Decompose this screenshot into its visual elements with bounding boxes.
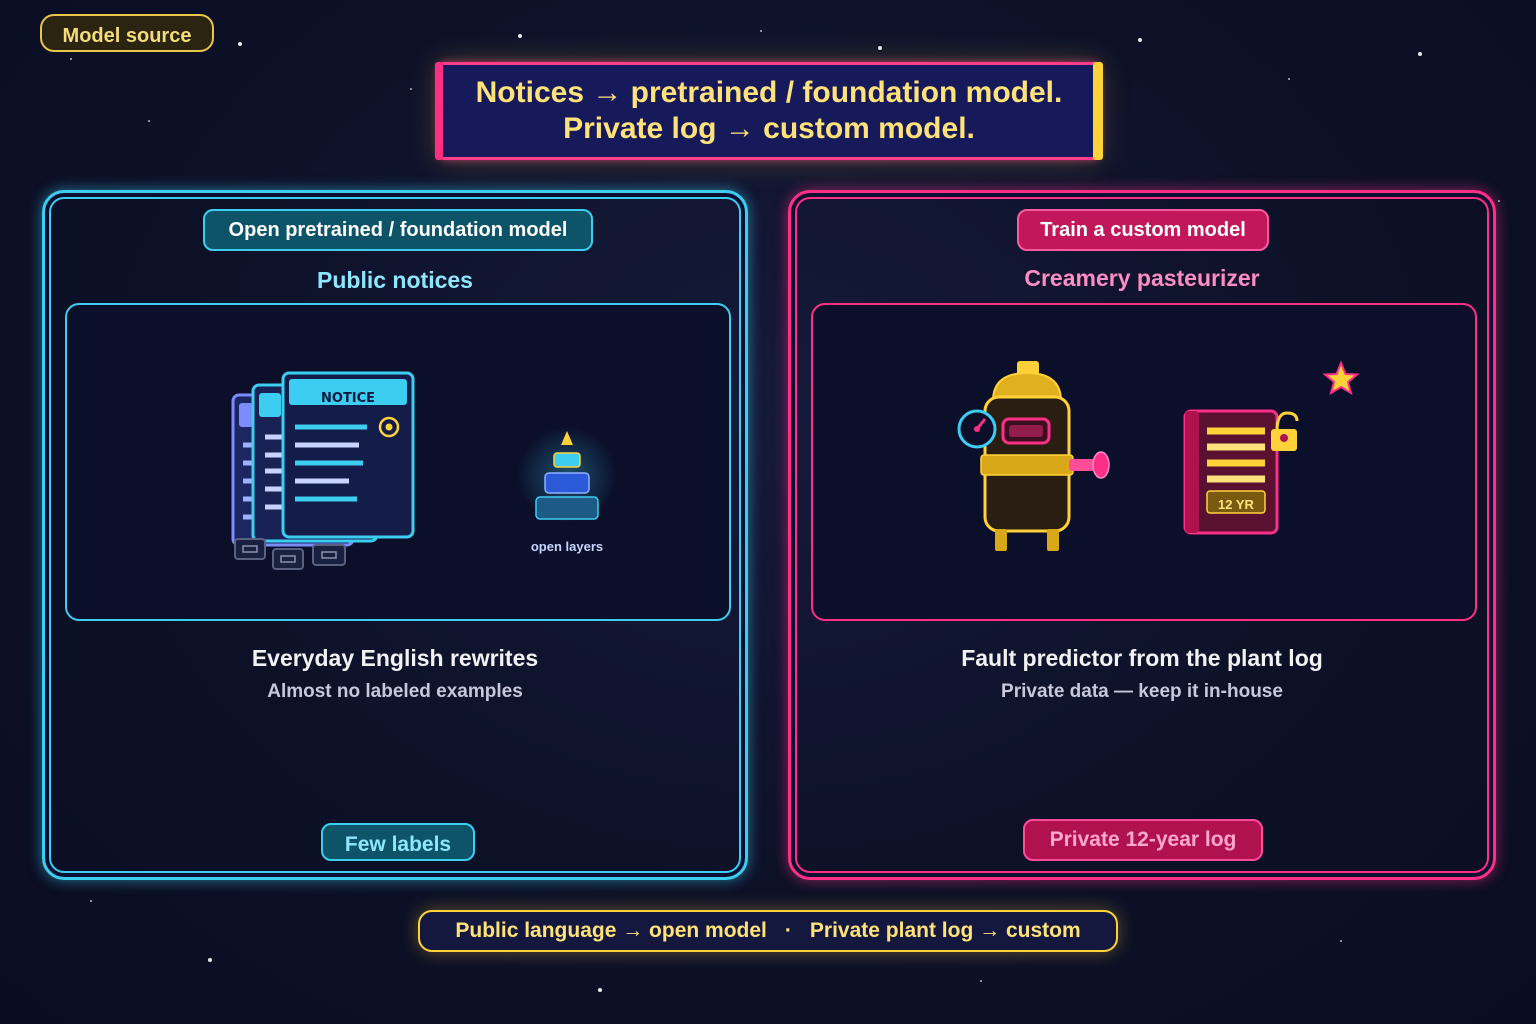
sparkle-star-icon [1322,360,1360,396]
few-labels-pill: Few labels [321,823,475,861]
background-star [410,88,412,90]
open-layers-stack-icon [517,421,617,521]
background-star [90,900,92,902]
locked-logbook-icon [1183,409,1299,535]
custom-model-subcaption: Private data — keep it in-house [1001,681,1283,702]
open-model-subcaption: Almost no labeled examples [267,681,523,702]
model-source-badge: Model source [40,14,214,52]
open-model-header: Open pretrained / foundation model [203,209,593,251]
background-star [1138,38,1142,42]
model-source-label: Model source [62,24,192,47]
background-star [1340,940,1342,942]
open-model-caption: Everyday English rewrites [251,645,539,671]
background-star [598,988,602,992]
background-star [70,58,72,60]
pasteurizer-robot-icon [957,361,1110,551]
background-star [878,46,882,50]
background-star [208,958,212,962]
background-star [1288,78,1290,80]
open-model-panel: Open pretrained / foundation model Publi… [42,190,748,880]
notice-doc-label: NOTICE [320,391,376,406]
title-banner: Notices → pretrained / foundation model.… [435,62,1103,160]
background-star [980,980,982,982]
open-layers-label: open layers [530,539,604,554]
public-notices-subtitle: Public notices [317,267,473,293]
footer-right-text: Private plant log → custom [809,919,1081,942]
background-star [148,120,150,122]
summary-footer: Public language → open model · Private p… [418,910,1118,952]
logbook-label: 12 YR [1218,497,1254,512]
background-star [760,30,762,32]
custom-model-header: Train a custom model [1017,209,1269,251]
background-star [238,42,242,46]
footer-separator: · [784,919,792,942]
background-star [518,34,522,38]
title-line-2: Private log → custom model. [563,112,975,145]
background-star [1418,52,1422,56]
custom-model-caption: Fault predictor from the plant log [961,645,1323,671]
open-model-illustration: NOTICE open layers [65,303,731,621]
custom-model-panel: Train a custom model Creamery pasteurize… [788,190,1496,880]
notice-document-stack-icon [231,371,415,570]
title-line-1: Notices → pretrained / foundation model. [475,76,1063,109]
custom-model-illustration: 12 YR [811,303,1477,621]
background-star [1498,200,1500,202]
creamery-subtitle: Creamery pasteurizer [1024,265,1260,291]
private-log-pill: Private 12-year log [1023,819,1263,861]
footer-left-text: Public language → open model [455,919,767,942]
